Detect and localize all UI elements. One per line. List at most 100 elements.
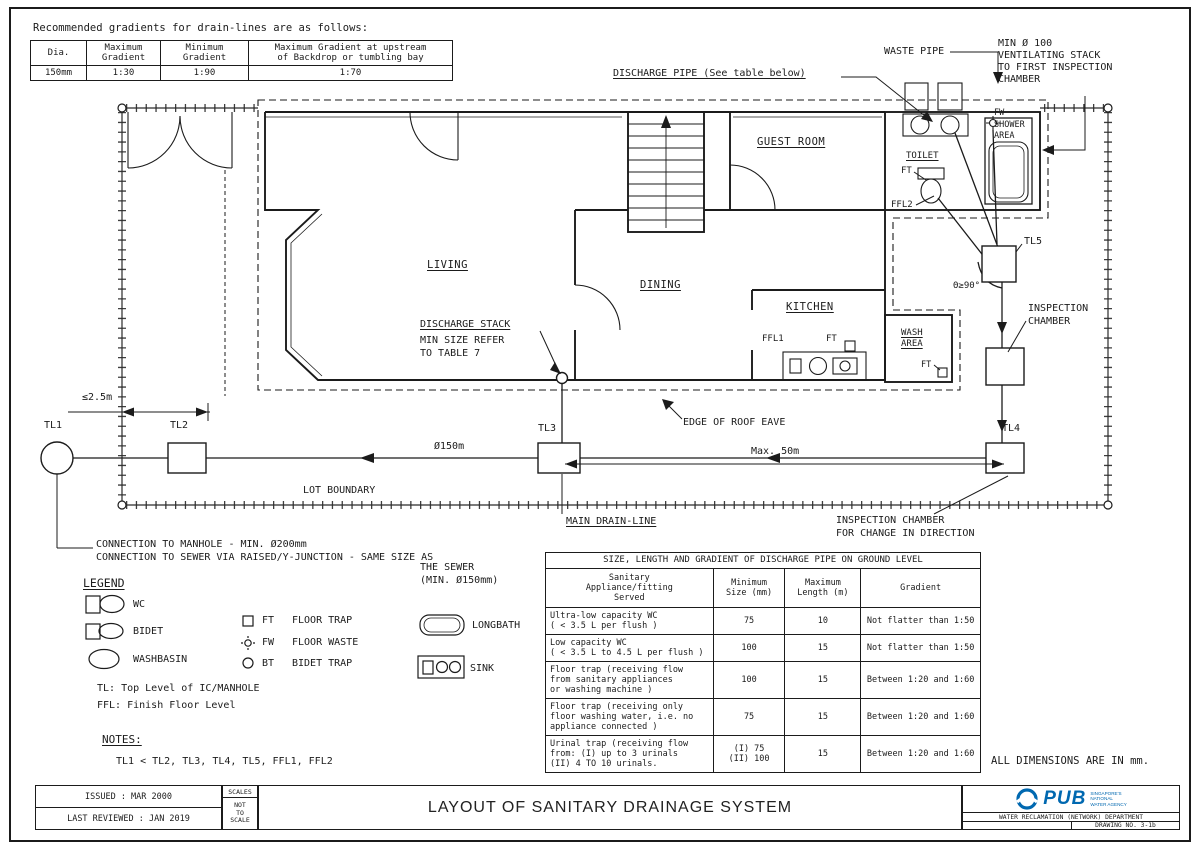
legend-symbols — [85, 594, 465, 679]
gradient-table: Dia. Maximum Gradient Minimum Gradient M… — [30, 40, 453, 81]
cell-appliance: Floor trap (receiving flow from sanitary… — [545, 660, 714, 699]
floor-trap-icon — [844, 340, 856, 352]
label-fw: FW — [994, 108, 1005, 118]
scales-label: SCALES — [223, 786, 257, 798]
label-toilet: TOILET — [906, 151, 939, 161]
boundary-marker-circles — [117, 103, 1113, 510]
bidet-trap-icon — [242, 657, 254, 669]
floor-waste-icon — [988, 118, 998, 128]
wc-icon — [85, 594, 125, 614]
label-conn-sewer-cont: THE SEWER (MIN. Ø150mm) — [420, 562, 499, 586]
label-dining: DINING — [640, 279, 681, 291]
cell-gradient: Not flatter than 1:50 — [860, 633, 981, 662]
legend-tl-note: TL: Top Level of IC/MANHOLE — [97, 683, 260, 694]
cell-length: 15 — [784, 734, 862, 773]
wc-bowl-icon — [920, 178, 942, 204]
window-lines — [265, 116, 882, 377]
cell-size: 75 — [712, 606, 786, 635]
legend-wc: WC — [133, 599, 146, 610]
drawing-number: DRAWING NO. 3-1b — [1071, 822, 1179, 829]
pub-logo-row: PUB SINGAPORE'S NATIONAL WATER AGENCY — [963, 786, 1179, 813]
legend-washbasin: WASHBASIN — [133, 654, 188, 665]
scales-value: NOT TO SCALE — [230, 800, 250, 825]
discharge-col-gradient: Gradient — [860, 567, 981, 608]
label-dim-boundary: ≤2.5m — [82, 392, 113, 403]
label-conn-manhole: CONNECTION TO MANHOLE - MIN. Ø200mm — [96, 539, 307, 550]
legend-title: LEGEND — [83, 576, 125, 590]
titleblock-title-box: LAYOUT OF SANITARY DRAINAGE SYSTEM — [258, 785, 962, 830]
gradient-val-max: 1:30 — [86, 65, 161, 81]
sink-unit-icon — [782, 351, 867, 381]
gradient-val-dia: 150mm — [30, 65, 87, 81]
chamber-tl2 — [167, 442, 207, 474]
gradient-table-title: Recommended gradients for drain-lines ar… — [33, 22, 369, 34]
chamber-tl3 — [537, 442, 581, 474]
label-angle: Θ≥90° — [953, 281, 981, 291]
vent-duct — [937, 82, 963, 111]
table-row: Low capacity WC ( < 3.5 L to 4.5 L per f… — [545, 633, 981, 662]
leader-arrowheads — [550, 72, 1054, 410]
label-discharge-pipe: DISCHARGE PIPE (See table below) — [613, 68, 806, 79]
discharge-col-length: Maximum Length (m) — [784, 567, 862, 608]
label-tl4: TL4 — [1002, 423, 1021, 434]
drawing-title: LAYOUT OF SANITARY DRAINAGE SYSTEM — [427, 798, 793, 816]
legend-longbath: LONGBATH — [472, 620, 521, 631]
cell-gradient: Between 1:20 and 1:60 — [860, 697, 981, 736]
inspection-chambers — [40, 245, 1025, 475]
label-tl2: TL2 — [170, 420, 189, 431]
doors — [127, 111, 776, 331]
lot-boundary-lines — [121, 107, 1109, 506]
label-discharge-stack: DISCHARGE STACK — [420, 319, 511, 330]
cell-length: 15 — [784, 697, 862, 736]
label-edge-roof-eave: EDGE OF ROOF EAVE — [683, 417, 786, 428]
toilet-fixtures — [902, 82, 1029, 204]
label-ffl2: FFL2 — [891, 200, 913, 210]
label-ft-wash: FT — [921, 360, 932, 370]
note-1: TL1 < TL2, TL3, TL4, TL5, FFL1, FFL2 — [116, 756, 333, 767]
label-inspection-chamber: INSPECTION CHAMBER — [1028, 303, 1089, 327]
gradient-val-backdrop: 1:70 — [248, 65, 453, 81]
kitchen-fixtures — [782, 340, 948, 381]
issued-date: ISSUED : MAR 2000 — [36, 786, 221, 808]
drainage-pipes — [73, 129, 1003, 459]
last-reviewed-date: LAST REVIEWED : JAN 2019 — [67, 813, 190, 824]
label-kitchen: KITCHEN — [786, 301, 834, 313]
label-main-drain-line: MAIN DRAIN-LINE — [566, 516, 657, 527]
cell-size: 100 — [712, 633, 786, 662]
department-name: WATER RECLAMATION (NETWORK) DEPARTMENT — [963, 813, 1179, 822]
label-ft-kitchen: FT — [826, 334, 837, 344]
label-wash-area: WASH AREA — [901, 328, 923, 350]
sink-icon — [417, 655, 465, 679]
discharge-col-appliance: Sanitary Appliance/fitting Served — [545, 567, 714, 608]
label-conn-sewer: CONNECTION TO SEWER VIA RAISED/Y-JUNCTIO… — [96, 552, 434, 563]
discharge-col-size: Minimum Size (mm) — [712, 567, 786, 608]
label-living: LIVING — [427, 259, 468, 271]
leader-lines — [56, 51, 1086, 549]
discharge-stack-point — [555, 371, 569, 385]
cell-gradient: Between 1:20 and 1:60 — [860, 660, 981, 699]
cell-appliance: Urinal trap (receiving flow from: (I) up… — [545, 734, 714, 773]
cell-length: 15 — [784, 660, 862, 699]
legend-sink: SINK — [470, 663, 495, 674]
label-ic-change: INSPECTION CHAMBER FOR CHANGE IN DIRECTI… — [836, 515, 975, 539]
chamber-ic — [985, 347, 1025, 386]
gradient-col-dia: Dia. — [30, 40, 87, 66]
label-waste-pipe: WASTE PIPE — [884, 46, 945, 57]
legend-bidet: BIDET — [133, 626, 164, 637]
discharge-pipe-table: SIZE, LENGTH AND GRADIENT OF DISCHARGE P… — [545, 552, 981, 773]
all-dimensions-note: ALL DIMENSIONS ARE IN mm. — [991, 755, 1150, 767]
legend-ffl-note: FFL: Finish Floor Level — [97, 700, 236, 711]
titleblock-issued-box: ISSUED : MAR 2000 LAST REVIEWED : JAN 20… — [35, 785, 222, 830]
cell-length: 15 — [784, 633, 862, 662]
cell-length: 10 — [784, 606, 862, 635]
cell-gradient: Not flatter than 1:50 — [860, 606, 981, 635]
floor-trap-icon — [937, 367, 948, 378]
vent-duct — [904, 82, 929, 111]
table-row: Urinal trap (receiving flow from: (I) up… — [545, 734, 981, 773]
manhole-tl1 — [40, 441, 74, 475]
gradient-col-backdrop: Maximum Gradient at upstream of Backdrop… — [248, 40, 453, 66]
gradient-col-max: Maximum Gradient — [86, 40, 161, 66]
washbasin-icon — [940, 115, 960, 135]
stairs — [628, 120, 704, 228]
